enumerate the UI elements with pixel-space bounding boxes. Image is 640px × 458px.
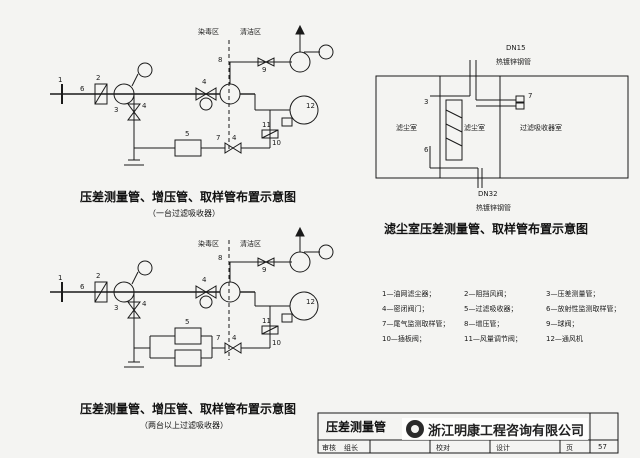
d2-num-8: 8	[218, 254, 222, 262]
d1-num-2: 2	[96, 74, 100, 82]
title-block-frame	[317, 412, 619, 454]
legend-item: 12—通风机	[546, 335, 583, 343]
d1-num-11: 11	[262, 121, 271, 129]
watermark-text: 浙江明康工程咨询有限公司	[428, 423, 585, 439]
legend-item: 9—球阀；	[546, 320, 579, 328]
title-block-lead: 组长	[344, 444, 358, 452]
legend-item: 1—油网滤尘器；	[382, 290, 436, 298]
d2-num-5: 5	[185, 318, 189, 326]
d2-num-1: 1	[58, 274, 62, 282]
d2-num-7: 7	[216, 334, 220, 342]
d1-num-4c: 4	[232, 134, 237, 142]
d2-num-4c: 4	[232, 334, 237, 342]
legend-item: 11—风量调节阀；	[464, 335, 522, 343]
room-dn32: DN32	[478, 190, 498, 198]
diagram-1-subtitle: （一台过滤吸收器）	[148, 209, 220, 218]
d1-num-8: 8	[218, 56, 222, 64]
room-dust-room: 滤尘室	[464, 123, 485, 132]
diagram-1-numbers: 1 6 2 3 4 4 8 9 12 5 7 4 11 10 染毒区 清洁区	[58, 27, 315, 147]
d2-zone-clean: 清洁区	[240, 239, 261, 248]
legend-item: 8—增压管；	[464, 320, 504, 328]
d1-zone-clean: 清洁区	[240, 27, 261, 36]
room-num-7: 7	[528, 92, 532, 100]
title-block-page-number: 57	[598, 443, 607, 451]
d2-num-10: 10	[272, 339, 281, 347]
diagram-2-title: 压差测量管、增压管、取样管布置示意图	[80, 402, 297, 416]
room-diagram-schematic	[375, 60, 629, 188]
d1-num-4a: 4	[142, 102, 147, 110]
d2-num-12: 12	[306, 298, 315, 306]
legend-item: 7—尾气监测取样管；	[382, 320, 450, 328]
title-block-checker: 校对	[436, 444, 450, 452]
d2-num-4b: 4	[202, 276, 207, 284]
legend-item: 4—密闭阀门；	[382, 305, 429, 313]
diagram-1-schematic	[50, 24, 334, 166]
diagram-2-schematic	[50, 226, 334, 368]
diagram-1-title: 压差测量管、增压管、取样管布置示意图	[80, 190, 297, 204]
room-dn15: DN15	[506, 44, 526, 52]
legend-item: 2—阻挡风阀；	[464, 290, 511, 298]
d1-num-4b: 4	[202, 78, 207, 86]
room-filter-room: 滤尘室	[396, 123, 417, 132]
legend-item: 3—压差测量管；	[546, 290, 600, 298]
d1-num-12: 12	[306, 102, 315, 110]
room-num-3: 3	[424, 98, 428, 106]
d1-zone-toxic: 染毒区	[198, 27, 219, 36]
room-diagram-title: 滤尘室压差测量管、取样管布置示意图	[384, 222, 589, 236]
d2-num-9: 9	[262, 266, 266, 274]
diagram-2-numbers: 1 6 2 3 4 4 8 9 12 5 7 4 11 10 染毒区 清洁区	[58, 239, 315, 347]
title-block-header: 压差测量管	[326, 420, 387, 434]
room-diagram-labels: DN15 热镀锌钢管 DN32 热镀锌钢管 滤尘室 滤尘室 过滤吸收器室 3 6…	[396, 44, 562, 212]
title-block-page-label: 页	[566, 444, 573, 452]
d2-zone-toxic: 染毒区	[198, 239, 219, 248]
title-block-designer: 设计	[496, 444, 510, 452]
d2-num-11: 11	[262, 317, 271, 325]
legend-item: 10—插板阀；	[382, 335, 426, 343]
d1-num-9: 9	[262, 66, 266, 74]
legend-item: 6—放射性监测取样管；	[546, 305, 621, 313]
d1-num-6: 6	[80, 85, 85, 93]
wechat-icon	[406, 420, 424, 438]
d2-num-6: 6	[80, 283, 85, 291]
legend: 1—油网滤尘器； 2—阻挡风阀； 3—压差测量管； 4—密闭阀门； 5—过滤吸收器； 6…	[382, 287, 632, 347]
d2-num-4a: 4	[142, 300, 147, 308]
d1-num-10: 10	[272, 139, 281, 147]
room-thermo-top: 热镀锌钢管	[496, 57, 531, 66]
room-num-6: 6	[424, 146, 429, 154]
legend-item: 5—过滤吸收器；	[464, 305, 518, 313]
d2-num-3: 3	[114, 304, 118, 312]
title-block-reviewer: 审核	[322, 444, 336, 452]
d1-num-7: 7	[216, 134, 220, 142]
room-absorber-room: 过滤吸收器室	[520, 123, 562, 132]
room-thermo-bottom: 热镀锌钢管	[476, 203, 511, 212]
d1-num-1: 1	[58, 76, 62, 84]
d2-num-2: 2	[96, 272, 100, 280]
diagram-2-subtitle: （两台以上过滤吸收器）	[140, 421, 228, 430]
d1-num-5: 5	[185, 130, 189, 138]
d1-num-3: 3	[114, 106, 118, 114]
watermark: 浙江明康工程咨询有限公司	[402, 418, 589, 440]
